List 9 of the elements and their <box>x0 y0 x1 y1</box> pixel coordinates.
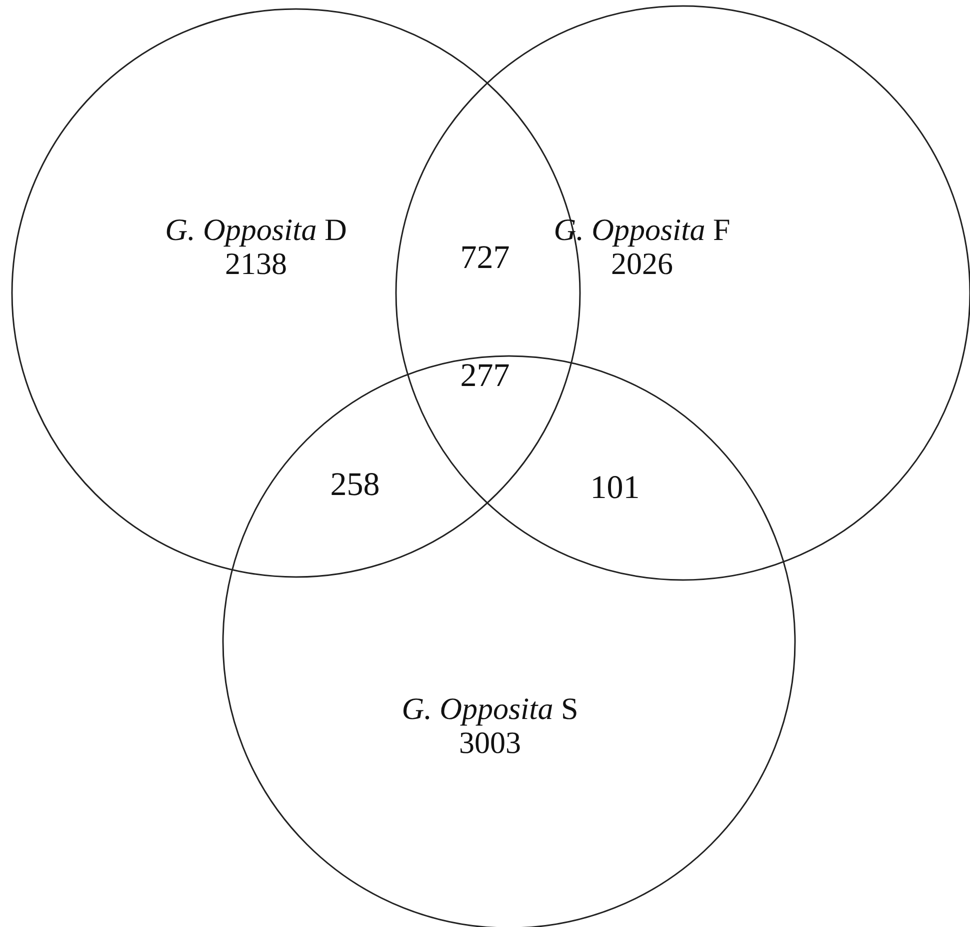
count-label: 727 <box>460 240 510 277</box>
count-label: 3003 <box>459 726 521 760</box>
count-label: 2138 <box>225 247 287 281</box>
count-label: 258 <box>330 467 380 504</box>
count-label: 277 <box>460 358 510 395</box>
count-label: 101 <box>590 470 640 507</box>
set-label: G. Opposita D <box>165 213 347 247</box>
count-label: 2026 <box>611 247 673 281</box>
set-label: G. Opposita S <box>402 692 578 726</box>
